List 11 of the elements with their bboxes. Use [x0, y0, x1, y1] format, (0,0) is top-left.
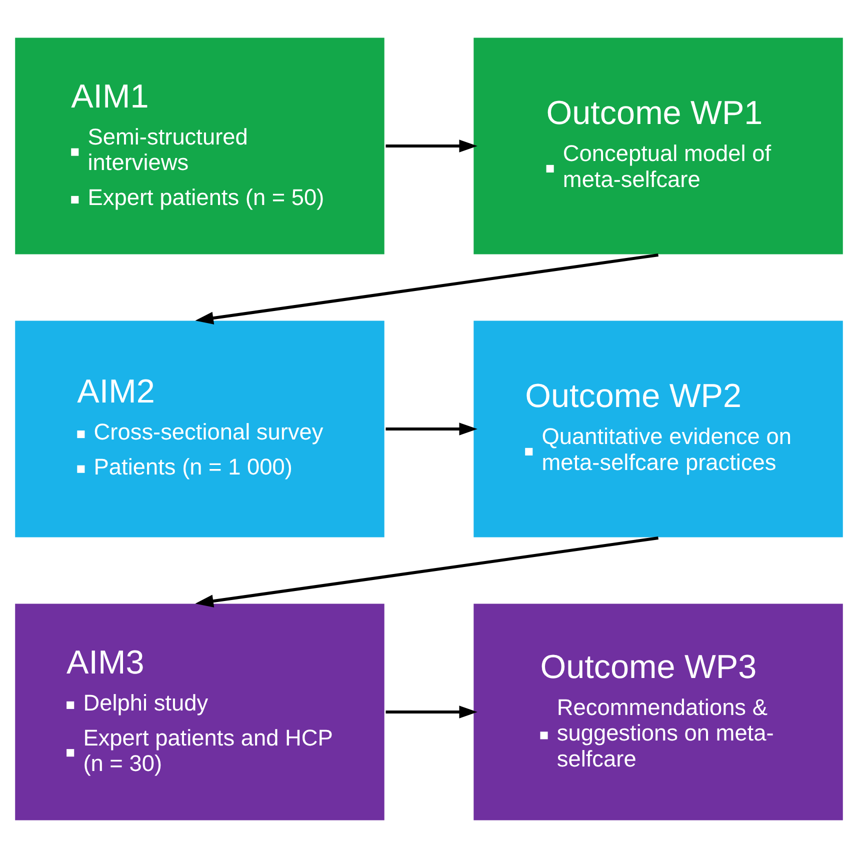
node-box: AIM1 Semi-structured interviews Expert patients (n = 50) — [14, 36, 386, 256]
node-box: Outcome WP3 Recommendations & suggestions on meta-selfcare — [472, 602, 844, 822]
node-box: Outcome WP1 Conceptual model of meta-selfcare — [472, 36, 844, 256]
arrow — [195, 252, 658, 324]
node-box: Outcome WP2 Quantitative evidence on meta-selfcare practices — [472, 318, 844, 538]
arrow — [386, 705, 478, 718]
arrow — [386, 139, 478, 152]
node-box: AIM2 Cross-sectional survey Patients (n = 1 000) — [14, 318, 386, 538]
node-box: AIM3 Delphi study Expert patients and HCP (n = 30) — [14, 602, 386, 822]
arrow — [195, 536, 658, 607]
arrow — [386, 422, 478, 435]
